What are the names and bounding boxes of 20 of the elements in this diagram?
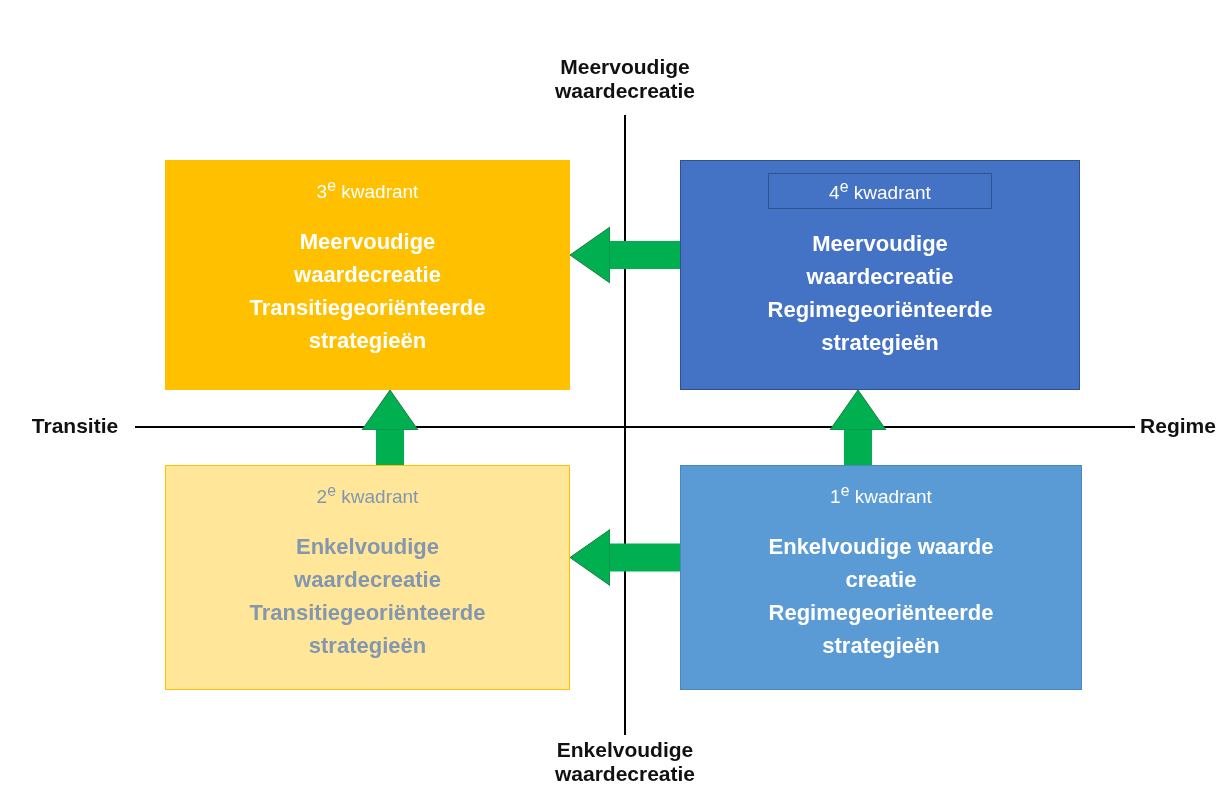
axis-label: Transitie	[30, 414, 120, 438]
quadrant-heading: 2$^{e}$ kwadrant	[315, 481, 420, 510]
quadrant-box	[165, 160, 570, 390]
arrow	[829, 389, 887, 465]
arrow	[569, 529, 680, 586]
quadrant-box	[680, 160, 1080, 390]
quadrant-heading: 3$^{e}$ kwadrant	[315, 176, 420, 205]
axis-label: Meervoudige waardecreatie	[553, 55, 697, 103]
arrow	[569, 226, 680, 284]
quadrant-text: Enkelvoudige waarde creatie Regimegeoriënteerde strategieën	[767, 533, 995, 661]
quadrant-text: Meervoudige waardecreatie Transitiegeoriënteerde strategieën	[248, 228, 487, 356]
axis-label: Regime	[1139, 414, 1217, 438]
quadrant-text: Meervoudige waardecreatie Regimegeoriënteerde strategieën	[766, 230, 994, 358]
quadrant-box	[165, 465, 570, 690]
arrow	[361, 389, 419, 465]
quadrant-heading: 4$^{e}$ kwadrant	[768, 173, 992, 210]
quadrant-box	[680, 465, 1082, 690]
quadrant-heading: 1$^{e}$ kwadrant	[829, 481, 933, 510]
axis-label: Enkelvoudige waardecreatie	[553, 738, 697, 786]
quadrant-text: Enkelvoudige waardecreatie Transitiegeoriënteerde strategieën	[248, 533, 487, 661]
